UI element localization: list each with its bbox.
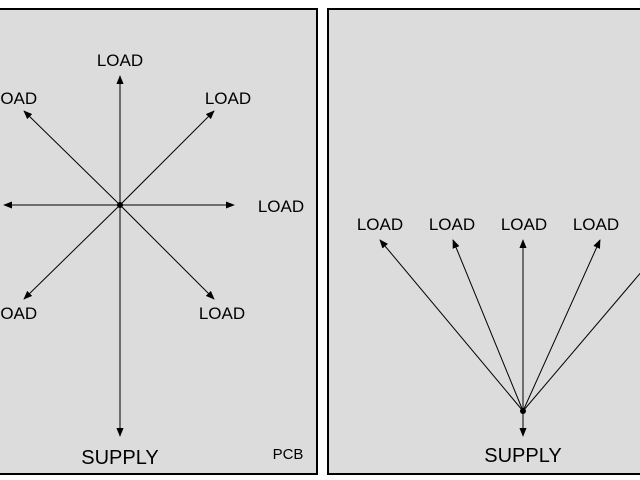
fan-arrow-5 bbox=[522, 272, 640, 412]
star-arrow-up-left bbox=[23, 110, 121, 206]
fan-arrow-2 bbox=[452, 239, 524, 412]
star-load-label-bottom-right: LOAD bbox=[199, 304, 245, 323]
star-load-label-right: LOAD bbox=[258, 197, 304, 216]
fan-load-label-3: LOAD bbox=[501, 215, 547, 234]
fan-load-label-2: LOAD bbox=[429, 215, 475, 234]
pcb-label: PCB bbox=[273, 446, 304, 463]
fan-load-label-1: LOAD bbox=[357, 215, 403, 234]
star-supply-label: SUPPLY bbox=[81, 447, 158, 469]
fan-arrow-4 bbox=[522, 239, 601, 412]
star-connections bbox=[3, 75, 235, 437]
star-load-label-top-left: LOAD bbox=[0, 89, 37, 108]
star-center-node bbox=[117, 202, 123, 208]
fan-connections bbox=[379, 239, 640, 437]
star-load-label-top-right: LOAD bbox=[205, 89, 251, 108]
fan-arrow-1 bbox=[379, 239, 524, 412]
fan-topology-panel: LOAD LOAD LOAD LOAD SUPPLY bbox=[327, 8, 640, 475]
star-load-label-top: LOAD bbox=[97, 51, 143, 70]
star-arrow-up-right bbox=[119, 110, 215, 206]
fan-supply-label: SUPPLY bbox=[484, 445, 561, 467]
star-arrow-down-right bbox=[119, 204, 215, 300]
star-load-label-bottom-left: LOAD bbox=[0, 304, 37, 323]
star-topology-panel: LOAD LOAD LOAD LOAD LOAD LOAD SUPPLY PCB bbox=[0, 8, 318, 475]
star-arrow-down-left bbox=[23, 204, 121, 300]
fan-load-label-4: LOAD bbox=[573, 215, 619, 234]
star-panel-background bbox=[0, 8, 318, 475]
fan-center-node bbox=[520, 408, 526, 414]
fan-panel-background bbox=[327, 8, 640, 475]
